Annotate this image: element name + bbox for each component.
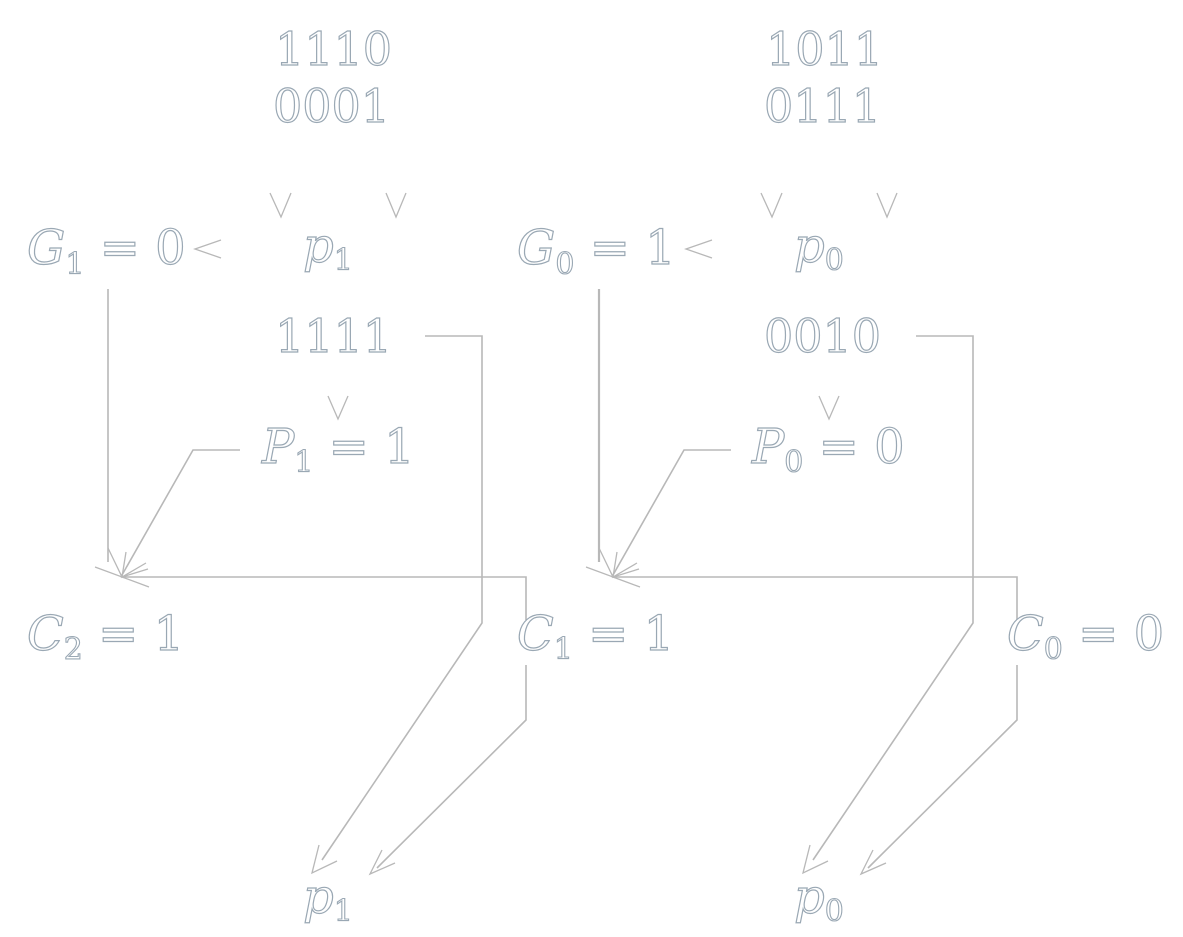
right-p-bottom: p0 bbox=[794, 869, 844, 929]
left-junction-arrowhead-3 bbox=[119, 568, 150, 588]
left-xor-arrowhead bbox=[327, 395, 349, 421]
left-carry-in: C1 = 1 bbox=[517, 606, 674, 667]
right-carry-down-wire bbox=[867, 665, 1018, 869]
right-p-bottom-arrowhead-2 bbox=[859, 849, 887, 876]
right-p-top: p0 bbox=[794, 218, 844, 278]
right-carry-in-wire bbox=[613, 576, 1018, 620]
left-g-label: G1 = 0 bbox=[27, 220, 186, 282]
right-input-arrow-2 bbox=[876, 192, 898, 219]
left-p-bottom-arrowhead-2 bbox=[368, 849, 396, 876]
right-g-label: G0 = 1 bbox=[517, 220, 676, 282]
left-g-arrowhead bbox=[193, 239, 222, 259]
left-input-arrow-1 bbox=[269, 192, 292, 219]
left-P-wire bbox=[121, 449, 240, 576]
right-input-arrow-1 bbox=[760, 192, 783, 219]
left-xor-wire bbox=[321, 335, 483, 861]
right-g-arrowhead bbox=[684, 239, 713, 259]
left-carry-out: C2 = 1 bbox=[27, 606, 184, 667]
left-input-arrow-2 bbox=[385, 192, 407, 219]
right-p-bottom-arrowhead-1 bbox=[802, 844, 829, 875]
right-carry-in: C0 = 0 bbox=[1007, 606, 1164, 667]
left-xor-result: 1111 bbox=[275, 309, 392, 363]
left-p-top: p1 bbox=[303, 218, 353, 278]
right-junction-arrowhead-3 bbox=[610, 568, 641, 588]
right-xor-wire bbox=[812, 335, 974, 861]
left-p-bottom-arrowhead-1 bbox=[311, 844, 338, 875]
right-P-label: P0 = 0 bbox=[751, 419, 905, 480]
left-carry-down-wire bbox=[376, 665, 527, 869]
left-carry-in-wire bbox=[122, 576, 527, 620]
right-xor-arrowhead bbox=[818, 395, 840, 421]
right-input-b: 0111 bbox=[764, 79, 881, 133]
left-input-a: 1110 bbox=[275, 22, 392, 76]
left-p-bottom: p1 bbox=[303, 869, 353, 929]
left-P-label: P1 = 1 bbox=[261, 419, 415, 480]
right-P-wire bbox=[612, 449, 731, 576]
right-xor-result: 0010 bbox=[764, 309, 881, 363]
left-input-b: 0001 bbox=[273, 79, 390, 133]
right-input-a: 1011 bbox=[766, 22, 883, 76]
